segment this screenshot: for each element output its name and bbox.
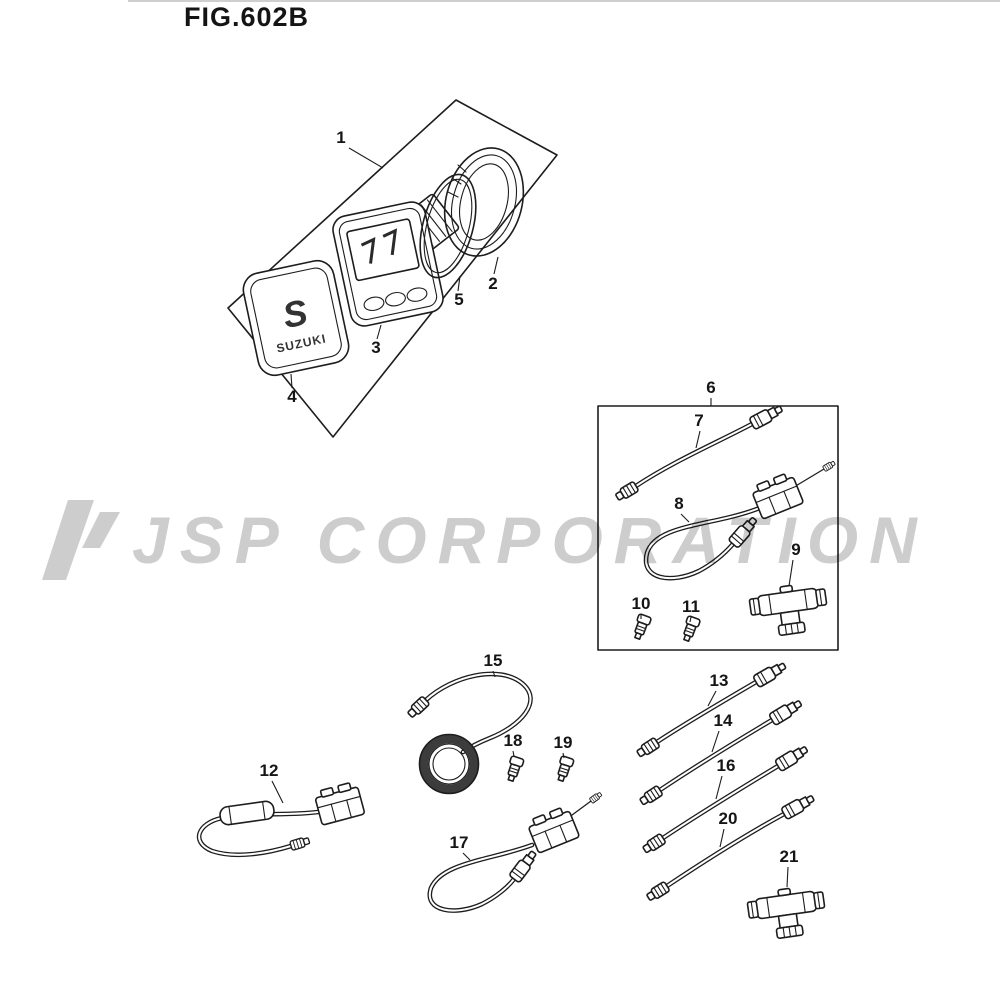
leader-line-9	[788, 559, 794, 587]
part-label-5: 5	[454, 290, 463, 309]
callout-20: 20	[719, 809, 738, 848]
callout-21: 21	[780, 847, 799, 888]
leader-line-5	[457, 275, 461, 292]
gauge-button	[363, 296, 385, 312]
part-17-harness	[430, 791, 604, 910]
part-label-1: 1	[336, 128, 345, 147]
part-label-2: 2	[488, 274, 497, 293]
part-8-harness	[646, 459, 837, 578]
leader-line-4	[290, 373, 293, 389]
leader-line-13	[707, 690, 717, 707]
part-label-18: 18	[504, 731, 523, 750]
leader-line-2	[493, 256, 499, 275]
leader-line-11	[689, 616, 692, 623]
part-18-bolt	[503, 754, 525, 784]
callout-1: 1	[336, 128, 384, 169]
cable-sleeve	[219, 800, 275, 826]
page-top-border	[128, 0, 1000, 2]
leader-line-3	[376, 324, 382, 340]
leader-line-14	[711, 730, 720, 753]
callout-12: 12	[260, 761, 284, 804]
part-label-11: 11	[682, 597, 700, 616]
part-label-17: 17	[450, 833, 469, 852]
leader-line-19	[562, 752, 565, 759]
part-label-8: 8	[674, 494, 683, 513]
part-6-harness-kit	[597, 401, 839, 651]
callout-15: 15	[484, 651, 503, 678]
callout-19: 19	[554, 733, 573, 759]
part-2-bezel-ring	[443, 147, 525, 257]
kit-box-outline	[597, 405, 839, 651]
callout-17: 17	[450, 833, 471, 861]
part-label-10: 10	[632, 594, 651, 613]
callout-3: 3	[371, 324, 382, 357]
leader-line-7	[695, 430, 701, 449]
part-9-t-connector	[747, 580, 831, 640]
gauge-button	[385, 291, 406, 307]
part-label-7: 7	[694, 411, 703, 430]
part-15-sensor-cable	[405, 674, 530, 795]
part-label-19: 19	[554, 733, 573, 752]
part-1-meter-assembly: S SUZUKI	[227, 99, 558, 438]
part-4-front-cover: S SUZUKI	[242, 259, 350, 377]
callout-18: 18	[504, 731, 523, 757]
leader-line-8	[680, 513, 690, 523]
part-label-16: 16	[717, 756, 736, 775]
leader-line-17	[462, 852, 471, 861]
callout-14: 14	[711, 711, 733, 753]
part-label-12: 12	[260, 761, 279, 780]
leader-line-12	[271, 780, 284, 804]
sensor-puck	[418, 733, 480, 795]
gauge-button	[406, 287, 428, 302]
part-label-4: 4	[287, 387, 297, 406]
gauge-screen	[346, 218, 420, 282]
part-21-t-connector	[745, 883, 829, 943]
part-label-21: 21	[780, 847, 799, 866]
part-label-6: 6	[706, 378, 715, 397]
callout-9: 9	[788, 540, 801, 587]
callout-10: 10	[632, 594, 651, 619]
callout-4: 4	[287, 373, 297, 406]
part-label-15: 15	[484, 651, 503, 670]
callout-2: 2	[488, 256, 499, 293]
part-19-bolt	[553, 754, 575, 784]
leader-line-16	[715, 775, 723, 800]
part-label-14: 14	[714, 711, 733, 730]
part-3-gauge-unit	[332, 201, 444, 327]
callout-8: 8	[674, 494, 690, 523]
callout-11: 11	[682, 597, 700, 623]
part-label-3: 3	[371, 338, 380, 357]
leader-line-1	[348, 147, 384, 169]
leader-line-15	[492, 670, 496, 678]
gauge-digits	[360, 228, 398, 264]
callouts: 1 2 3 4 5 6 7 8 9 10 11 12 13 14 15 16 1…	[260, 128, 801, 888]
callout-16: 16	[715, 756, 736, 800]
callout-7: 7	[694, 411, 704, 449]
part-label-20: 20	[719, 809, 738, 828]
leader-line-20	[719, 828, 725, 848]
callout-6: 6	[706, 378, 716, 406]
callout-13: 13	[707, 671, 729, 707]
part-label-13: 13	[710, 671, 729, 690]
leader-line-18	[512, 750, 515, 757]
leader-line-21	[786, 866, 789, 888]
callout-5: 5	[454, 275, 464, 309]
figure-title: FIG.602B	[184, 2, 310, 32]
part-label-9: 9	[791, 540, 800, 559]
part-12-harness	[199, 780, 366, 855]
assembly-box-outline	[227, 99, 558, 438]
